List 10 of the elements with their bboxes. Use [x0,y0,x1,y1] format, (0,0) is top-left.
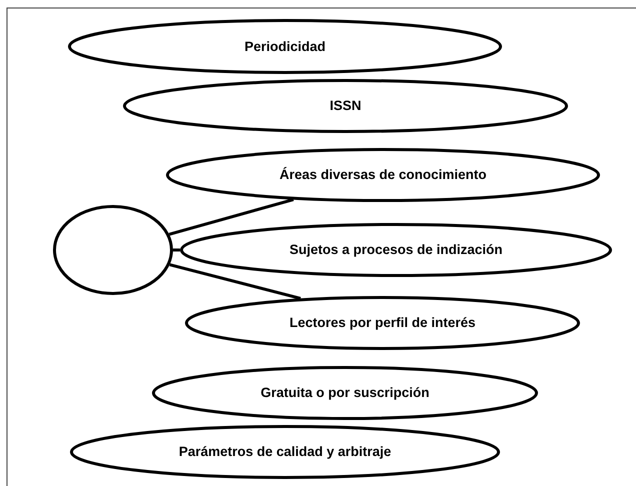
connector-line [173,248,180,252]
node-label: Áreas diversas de conocimiento [279,167,487,183]
connector-line [169,263,301,300]
node-label: Sujetos a procesos de indización [289,242,503,258]
node-label: Parámetros de calidad y arbitraje [178,444,392,460]
node-label: Lectores por perfil de interés [289,315,476,331]
node-label: Periodicidad [244,38,326,54]
node-label: Gratuita o por suscripción [260,385,430,401]
node-label: ISSN [330,98,362,114]
connector-line [168,198,294,236]
